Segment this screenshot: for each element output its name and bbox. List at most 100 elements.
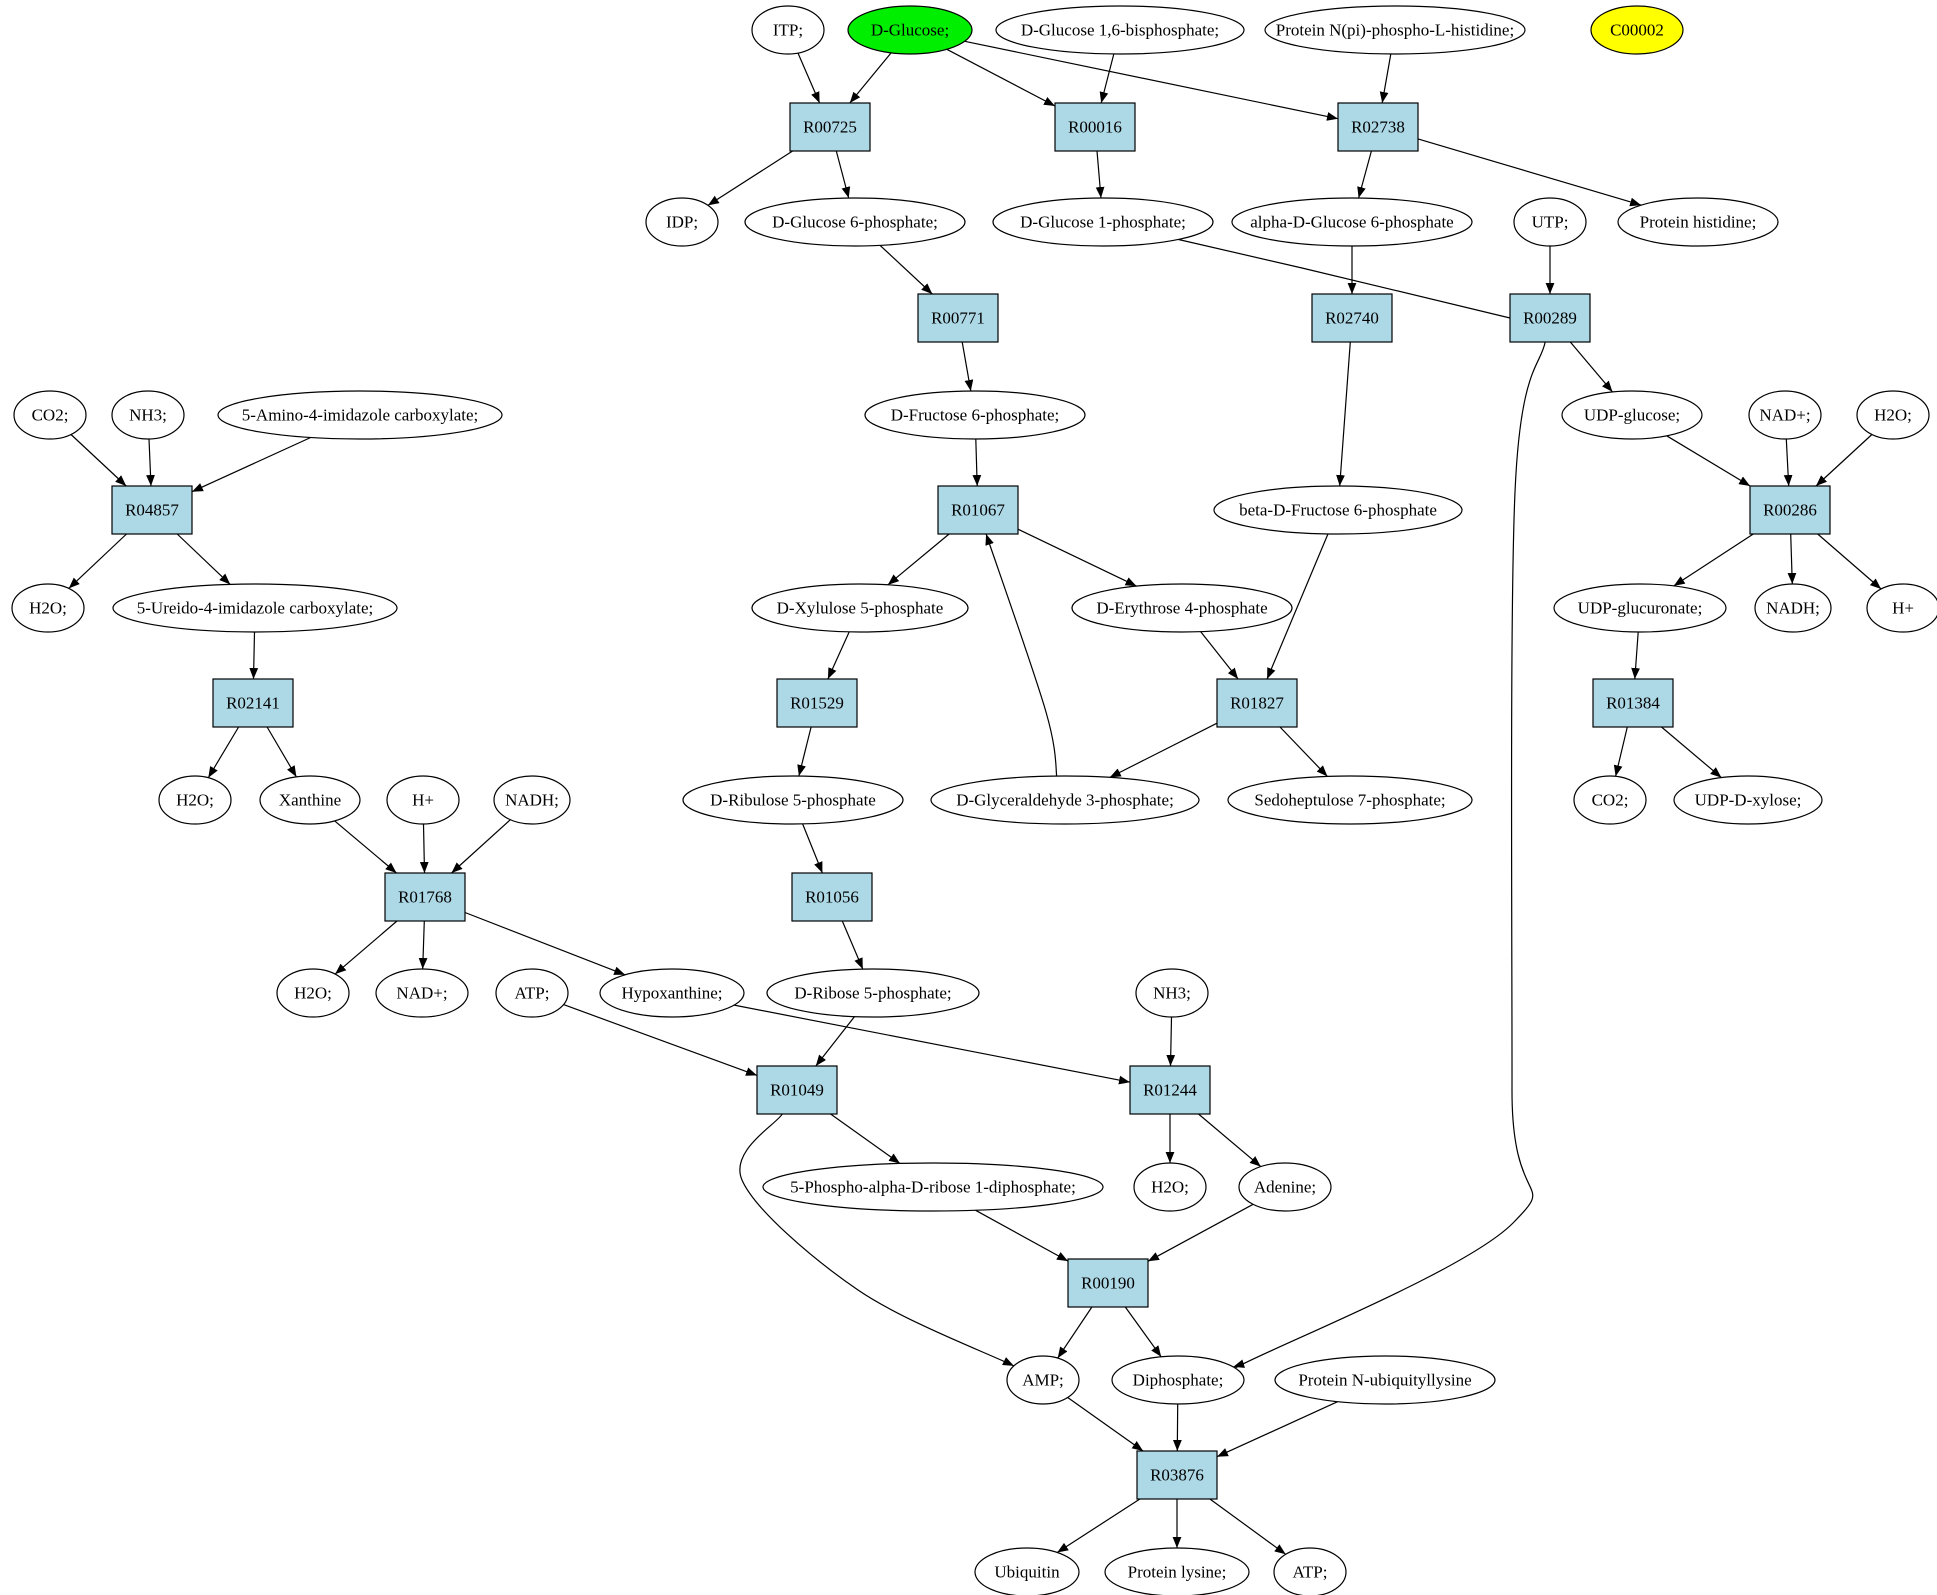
compound-node-protnpi[interactable]: Protein N(pi)-phospho-L-histidine; [1264, 5, 1526, 55]
edge-dg16bp-to-r00016 [1099, 53, 1115, 104]
compound-node-adenine[interactable]: Adenine; [1238, 1162, 1332, 1212]
compound-node-protlys[interactable]: Protein lysine; [1104, 1547, 1250, 1595]
compound-node-hplus_r[interactable]: H+ [1866, 583, 1937, 633]
node-label: NAD+; [1759, 406, 1810, 425]
compound-node-prpp[interactable]: 5-Phospho-alpha-D-ribose 1-diphosphate; [762, 1162, 1104, 1212]
node-label: NADH; [1766, 599, 1820, 618]
compound-node-dg1p[interactable]: D-Glucose 1-phosphate; [992, 197, 1214, 247]
compound-node-nadh_r[interactable]: NADH; [1754, 583, 1832, 633]
node-label: NH3; [1153, 984, 1191, 1003]
reaction-node-r00771[interactable]: R00771 [917, 293, 999, 343]
reaction-node-r00286[interactable]: R00286 [1749, 485, 1831, 535]
compound-node-df6p[interactable]: D-Fructose 6-phosphate; [864, 390, 1086, 440]
node-label: NADH; [505, 791, 559, 810]
compound-ellipse [599, 968, 745, 1018]
edge-hplus_m-to-r01768 [419, 823, 429, 874]
reaction-box [776, 678, 858, 728]
compound-node-h2o_b[interactable]: H2O; [158, 775, 232, 825]
compound-node-nadp1[interactable]: NAD+; [1748, 390, 1822, 440]
reaction-node-r01049[interactable]: R01049 [756, 1065, 838, 1115]
compound-node-hplus_m[interactable]: H+ [386, 775, 460, 825]
compound-node-prothis[interactable]: Protein histidine; [1617, 197, 1779, 247]
compound-ellipse [762, 1162, 1104, 1212]
compound-node-amp[interactable]: AMP; [1006, 1355, 1080, 1405]
reaction-node-r03876[interactable]: R03876 [1136, 1450, 1218, 1500]
compound-node-diphos[interactable]: Diphosphate; [1111, 1355, 1245, 1405]
node-label: Ubiquitin [994, 1563, 1060, 1582]
node-label: R01244 [1143, 1081, 1197, 1100]
compound-ellipse [1104, 1547, 1250, 1595]
compound-node-udpglcu[interactable]: UDP-glucuronate; [1553, 583, 1727, 633]
reaction-node-r01768[interactable]: R01768 [384, 872, 466, 922]
compound-node-itp[interactable]: ITP; [751, 5, 825, 55]
compound-ellipse [995, 5, 1245, 55]
reaction-node-r01827[interactable]: R01827 [1216, 678, 1298, 728]
reaction-node-r04857[interactable]: R04857 [111, 485, 193, 535]
node-label: UTP; [1532, 213, 1569, 232]
compound-node-atp_m[interactable]: ATP; [495, 968, 569, 1018]
reaction-node-r01529[interactable]: R01529 [776, 678, 858, 728]
edge-itp-to-r00725 [797, 52, 821, 104]
reaction-node-r02740[interactable]: R02740 [1311, 293, 1393, 343]
compound-node-co2b[interactable]: CO2; [1573, 775, 1647, 825]
compound-node-udpxyl[interactable]: UDP-D-xylose; [1673, 775, 1823, 825]
compound-node-h2o_a[interactable]: H2O; [11, 583, 85, 633]
reaction-node-r00016[interactable]: R00016 [1054, 102, 1136, 152]
compound-node-de4p[interactable]: D-Erythrose 4-phosphate [1071, 583, 1293, 633]
compound-node-h2o_r[interactable]: H2O; [1856, 390, 1930, 440]
compound-node-nh3a[interactable]: NH3; [111, 390, 185, 440]
edge-h2o_r-to-r00286 [1815, 434, 1873, 487]
reaction-node-r01067[interactable]: R01067 [937, 485, 1019, 535]
compound-node-atp_b[interactable]: ATP; [1273, 1547, 1347, 1595]
edge-amp-to-r03876 [1067, 1397, 1144, 1452]
compound-node-dx5p[interactable]: D-Xylulose 5-phosphate [751, 583, 969, 633]
compound-node-dg6p[interactable]: D-Glucose 6-phosphate; [744, 197, 966, 247]
compound-node-nadh_m[interactable]: NADH; [493, 775, 571, 825]
compound-ellipse [1071, 583, 1293, 633]
compound-node-dr5p[interactable]: D-Ribose 5-phosphate; [766, 968, 980, 1018]
reaction-node-r01244[interactable]: R01244 [1129, 1065, 1211, 1115]
compound-node-protnub[interactable]: Protein N-ubiquityllysine [1274, 1355, 1496, 1405]
reaction-node-r02738[interactable]: R02738 [1337, 102, 1419, 152]
reaction-node-r00190[interactable]: R00190 [1067, 1258, 1149, 1308]
compound-node-co2a[interactable]: CO2; [13, 390, 87, 440]
compound-node-adg6p[interactable]: alpha-D-Glucose 6-phosphate [1231, 197, 1473, 247]
compound-ellipse [682, 775, 904, 825]
node-label: D-Glyceraldehyde 3-phosphate; [956, 791, 1174, 810]
compound-node-nh3b[interactable]: NH3; [1135, 968, 1209, 1018]
edge-r00286-to-hplus_r [1817, 533, 1882, 590]
compound-node-c00002[interactable]: C00002 [1590, 5, 1684, 55]
edge-udpglcu-to-r01384 [1631, 631, 1640, 680]
node-label: 5-Ureido-4-imidazole carboxylate; [137, 599, 373, 618]
compound-node-udpglc[interactable]: UDP-glucose; [1561, 390, 1703, 440]
compound-node-bdf6p[interactable]: beta-D-Fructose 6-phosphate [1213, 485, 1463, 535]
compound-node-nadp2[interactable]: NAD+; [375, 968, 469, 1018]
edge-r01244-to-adenine [1198, 1113, 1262, 1168]
reaction-node-r00289[interactable]: R00289 [1509, 293, 1591, 343]
node-label: Protein lysine; [1128, 1563, 1227, 1582]
compound-ellipse [13, 390, 87, 440]
compound-node-dga3p[interactable]: D-Glyceraldehyde 3-phosphate; [930, 775, 1200, 825]
compound-node-s7p[interactable]: Sedoheptulose 7-phosphate; [1227, 775, 1473, 825]
reaction-node-r01384[interactable]: R01384 [1592, 678, 1674, 728]
compound-node-uaic[interactable]: 5-Ureido-4-imidazole carboxylate; [112, 583, 398, 633]
compound-node-h2o_c[interactable]: H2O; [276, 968, 350, 1018]
node-label: 5-Amino-4-imidazole carboxylate; [242, 406, 479, 425]
reaction-box [1136, 1450, 1218, 1500]
compound-node-h2o_d[interactable]: H2O; [1133, 1162, 1207, 1212]
compound-node-xanthine[interactable]: Xanthine [259, 775, 361, 825]
compound-node-hypox[interactable]: Hypoxanthine; [599, 968, 745, 1018]
compound-node-dglucose[interactable]: D-Glucose; [847, 5, 973, 55]
edge-df6p-to-r01067 [972, 438, 982, 487]
compound-node-utp[interactable]: UTP; [1513, 197, 1587, 247]
node-label: H2O; [1874, 406, 1912, 425]
compound-node-idp[interactable]: IDP; [645, 197, 719, 247]
compound-node-ubiquitin[interactable]: Ubiquitin [974, 1547, 1080, 1595]
reaction-node-r01056[interactable]: R01056 [791, 872, 873, 922]
compound-node-aic[interactable]: 5-Amino-4-imidazole carboxylate; [217, 390, 503, 440]
compound-node-dg16bp[interactable]: D-Glucose 1,6-bisphosphate; [995, 5, 1245, 55]
reaction-node-r02141[interactable]: R02141 [212, 678, 294, 728]
compound-node-dru5p[interactable]: D-Ribulose 5-phosphate [682, 775, 904, 825]
compound-ellipse [375, 968, 469, 1018]
reaction-node-r00725[interactable]: R00725 [789, 102, 871, 152]
